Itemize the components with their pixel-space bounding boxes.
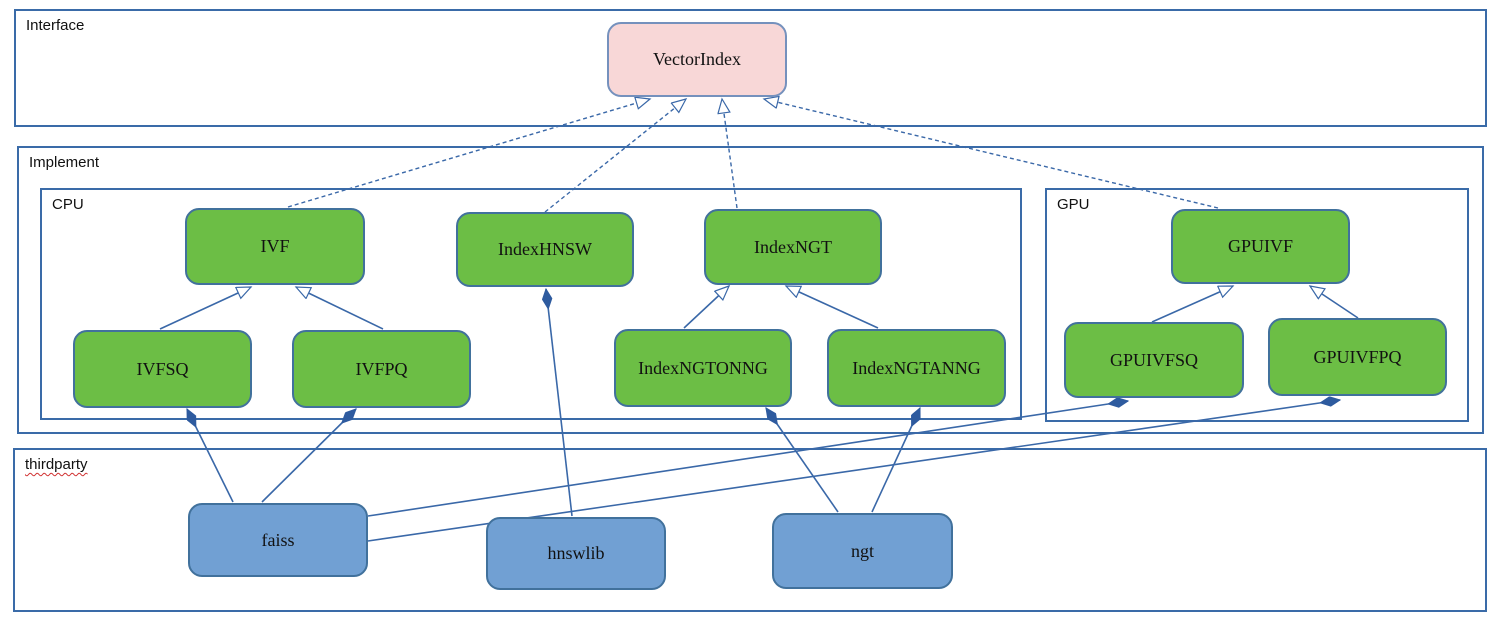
node-label-gpuivfpq: GPUIVFPQ (1313, 346, 1402, 367)
node-label-indexhnsw: IndexHNSW (498, 239, 592, 259)
interface-container-label: Interface (26, 17, 85, 34)
implement-container: Implement (17, 146, 1484, 434)
node-ivfpq: IVFPQ (292, 330, 471, 408)
edge-indexngtanng-indexngt-generalization (786, 285, 879, 329)
node-label-gpuivfsq: GPUIVFSQ (1109, 349, 1199, 370)
thirdparty-container-label: thirdparty (25, 456, 88, 473)
node-label-hnswlib: hnswlib (547, 543, 605, 563)
edge-faiss-ivfsq-composition (186, 409, 234, 503)
node-label-faiss: faiss (261, 529, 295, 550)
edge-ngt-indexngtonng-composition (766, 408, 839, 513)
node-indexngtonng: IndexNGTONNG (614, 329, 792, 407)
edge-hnswlib-indexhnsw-composition (546, 289, 573, 517)
edge-ivfpq-ivf-generalization (296, 286, 384, 330)
edge-gpuivf-vectorindex-realization (764, 99, 1219, 209)
interface-container: Interface (14, 9, 1487, 127)
edge-ngt-indexngtanng-composition (871, 408, 921, 513)
node-indexhnsw: IndexHNSW (456, 212, 634, 287)
edge-indexngtonng-indexngt-generalization (683, 286, 729, 329)
node-label-gpuivf: GPUIVF (1227, 236, 1293, 256)
node-label-indexngtanng: IndexNGTANNG (852, 357, 981, 378)
edge-ivfsq-ivf-generalization (159, 286, 251, 330)
node-label-ivfpq: IVFPQ (355, 358, 408, 379)
cpu-container-label: CPU (52, 196, 84, 213)
edge-gpuivfpq-gpuivf-generalization (1310, 286, 1359, 319)
node-label-indexngtonng: IndexNGTONNG (638, 357, 768, 378)
edge-indexhnsw-vectorindex-realization (544, 99, 686, 213)
edge-faiss-gpuivfsq-composition (367, 401, 1128, 517)
node-label-ivf: IVF (260, 236, 290, 256)
edge-gpuivfsq-gpuivf-generalization (1151, 285, 1233, 323)
thirdparty-container: thirdparty (13, 448, 1487, 612)
edge-faiss-ivfpq-composition (261, 409, 356, 503)
node-ivf: IVF (185, 208, 365, 285)
node-gpuivfpq: GPUIVFPQ (1268, 318, 1447, 396)
edge-ivf-vectorindex-realization (287, 99, 650, 208)
gpu-container: GPU (1045, 188, 1469, 422)
node-indexngt: IndexNGT (704, 209, 882, 285)
node-vectorindex: VectorIndex (607, 22, 787, 97)
node-ngt: ngt (772, 513, 953, 589)
node-indexngtanng: IndexNGTANNG (827, 329, 1006, 407)
node-label-vectorindex: VectorIndex (653, 49, 741, 69)
node-label-indexngt: IndexNGT (754, 236, 832, 257)
node-label-ngt: ngt (850, 540, 874, 561)
node-ivfsq: IVFSQ (73, 330, 252, 408)
gpu-container-label: GPU (1057, 196, 1090, 213)
implement-container-label: Implement (29, 154, 100, 171)
node-label-ivfsq: IVFSQ (136, 358, 189, 379)
node-gpuivf: GPUIVF (1171, 209, 1350, 284)
node-gpuivfsq: GPUIVFSQ (1064, 322, 1244, 398)
node-faiss: faiss (188, 503, 368, 577)
node-hnswlib: hnswlib (486, 517, 666, 590)
edge-indexngt-vectorindex-realization (722, 99, 738, 209)
cpu-container: CPU (40, 188, 1022, 420)
